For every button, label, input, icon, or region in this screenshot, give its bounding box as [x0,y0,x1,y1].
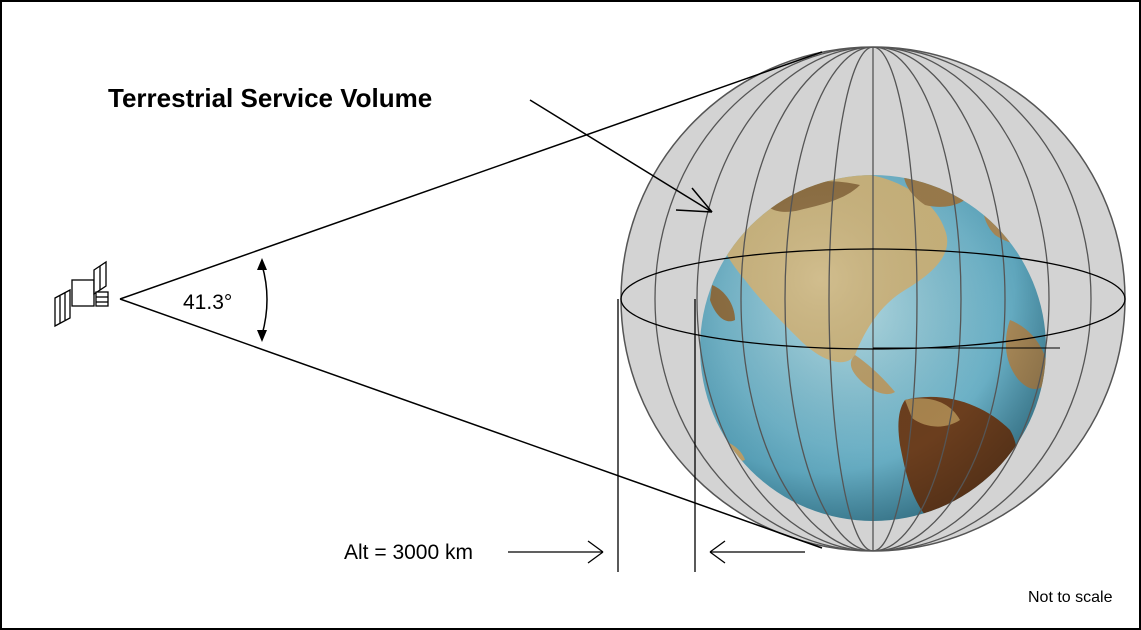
meridian-lines [654,47,1092,551]
altitude-label: Alt = 3000 km [344,541,473,564]
angle-label: 41.3° [183,291,232,314]
satellite-icon [54,260,109,328]
equator-ring [620,248,1126,350]
angle-arc [257,258,268,342]
diagram-title: Terrestrial Service Volume [108,83,432,113]
title-pointer-arrow [529,99,713,213]
altitude-indicator [508,299,805,572]
field-of-view-lines [119,51,823,549]
scale-note: Not to scale [1028,589,1113,606]
